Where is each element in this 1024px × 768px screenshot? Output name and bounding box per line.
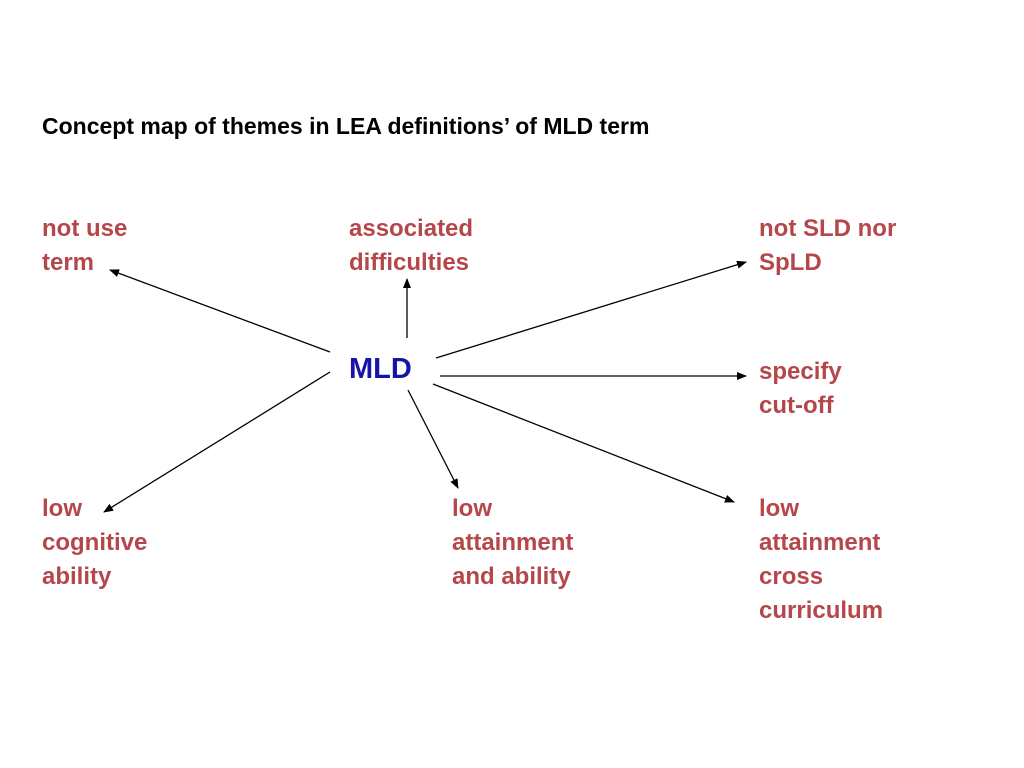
center-node-label: MLD — [349, 353, 412, 385]
page-title: Concept map of themes in LEA definitions… — [42, 113, 650, 139]
theme-line: low — [759, 495, 799, 522]
arrow-to-low-attainment-cross-curriculum — [432, 383, 735, 503]
theme-node-low-cognitive-ability: low cognitive ability — [42, 492, 147, 594]
theme-line: SpLD — [759, 249, 822, 276]
theme-line: ability — [42, 563, 112, 590]
theme-line: low — [42, 495, 82, 522]
theme-node-not-use-term: not use term — [42, 212, 127, 280]
theme-line: specify — [759, 358, 842, 385]
theme-line: associated — [349, 215, 474, 242]
theme-node-not-sld-nor-spld: not SLD nor SpLD — [759, 212, 896, 280]
theme-line: low — [452, 495, 492, 522]
arrow-to-low-cognitive-ability — [103, 371, 331, 513]
theme-line: cut-off — [759, 392, 834, 419]
theme-line: not use — [42, 215, 128, 242]
arrow-to-not-use-term — [109, 269, 331, 353]
theme-line: and ability — [452, 563, 571, 590]
theme-node-low-attainment-cross-curriculum: low attainment cross curriculum — [759, 492, 883, 628]
theme-node-associated-difficulties: associated difficulties — [349, 212, 473, 280]
theme-line: attainment — [759, 529, 881, 556]
theme-line: term — [42, 249, 95, 276]
theme-node-specify-cut-off: specify cut-off — [759, 355, 842, 423]
theme-line: cognitive — [42, 529, 148, 556]
theme-line: attainment — [452, 529, 574, 556]
center-node-mld: MLD — [349, 352, 412, 386]
theme-node-low-attainment-and-ability: low attainment and ability — [452, 492, 573, 594]
theme-line: curriculum — [759, 597, 884, 624]
theme-line: difficulties — [349, 249, 470, 276]
arrow-to-low-attainment-and-ability — [407, 389, 459, 489]
theme-line: not SLD nor — [759, 215, 897, 242]
theme-line: cross — [759, 563, 824, 590]
arrow-to-not-sld-nor-spld — [435, 260, 747, 359]
